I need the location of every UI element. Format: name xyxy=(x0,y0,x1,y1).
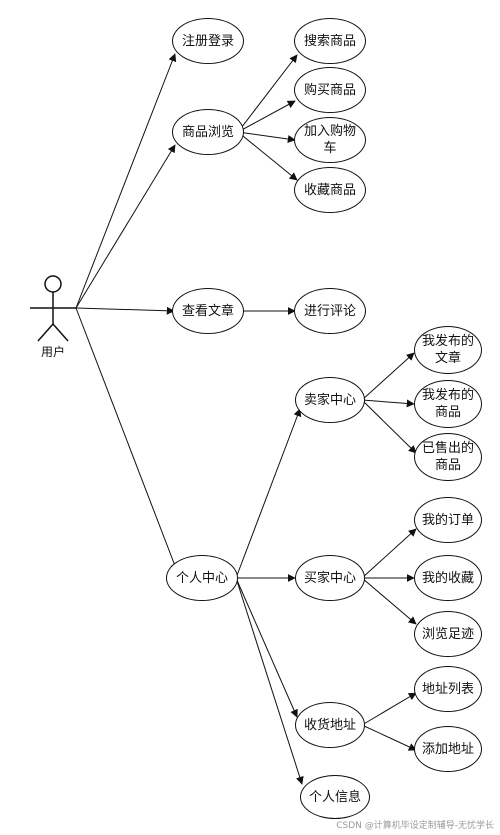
edge-personal-seller xyxy=(235,408,302,579)
edge-browse-favorite xyxy=(237,131,298,181)
edge-personal-info xyxy=(235,577,304,785)
usecase-product-browse: 商品浏览 xyxy=(172,109,244,155)
usecase-my-published-products: 我发布的商品 xyxy=(414,380,482,428)
actor-left-leg xyxy=(37,323,54,342)
edge-address-add xyxy=(361,724,417,751)
usecase-my-published-articles: 我发布的文章 xyxy=(414,326,482,374)
edge-browse-search xyxy=(237,54,298,133)
usecase-personal-info: 个人信息 xyxy=(300,775,370,819)
edge-user-articles xyxy=(75,306,175,315)
usecase-add-address: 添加地址 xyxy=(414,726,482,772)
actor-label: 用户 xyxy=(40,345,65,359)
usecase-shipping-address: 收货地址 xyxy=(295,702,365,748)
usecase-view-articles: 查看文章 xyxy=(172,288,244,334)
usecase-personal-center: 个人中心 xyxy=(166,555,238,601)
usecase-add-to-cart: 加入购物车 xyxy=(294,117,366,163)
edge-seller-articles xyxy=(361,352,415,401)
actor-right-leg xyxy=(52,323,69,342)
usecase-address-list: 地址列表 xyxy=(414,666,482,712)
edge-buyer-orders xyxy=(361,528,417,579)
edge-seller-sold xyxy=(361,399,417,454)
usecase-sold-products: 已售出的商品 xyxy=(414,433,482,481)
usecase-seller-center: 卖家中心 xyxy=(295,377,365,423)
edge-seller-products xyxy=(361,399,415,408)
edge-address-list xyxy=(361,692,417,726)
usecase-register-login: 注册登录 xyxy=(172,18,244,64)
edge-browse-cart xyxy=(237,131,296,143)
edge-browse-buy xyxy=(237,100,296,133)
usecase-buy-products: 购买商品 xyxy=(294,67,366,113)
usecase-browse-history: 浏览足迹 xyxy=(414,611,482,657)
usecase-search-products: 搜索商品 xyxy=(294,18,366,64)
edge-personal-address xyxy=(235,577,298,718)
usecase-my-orders: 我的订单 xyxy=(414,497,482,543)
usecase-my-favorites: 我的收藏 xyxy=(414,555,482,601)
edge-user-browse xyxy=(75,144,176,309)
usecase-favorite-products: 收藏商品 xyxy=(294,167,366,213)
actor-head xyxy=(44,275,62,293)
usecase-buyer-center: 买家中心 xyxy=(295,555,365,601)
edge-user-register xyxy=(75,53,177,309)
edge-user-personal xyxy=(75,307,179,572)
edge-buyer-history xyxy=(361,577,417,625)
usecase-comment: 进行评论 xyxy=(294,288,366,334)
actor-figure xyxy=(30,275,76,342)
watermark-text: CSDN @计算机毕设定制辅导-无忧学长 xyxy=(336,821,494,831)
